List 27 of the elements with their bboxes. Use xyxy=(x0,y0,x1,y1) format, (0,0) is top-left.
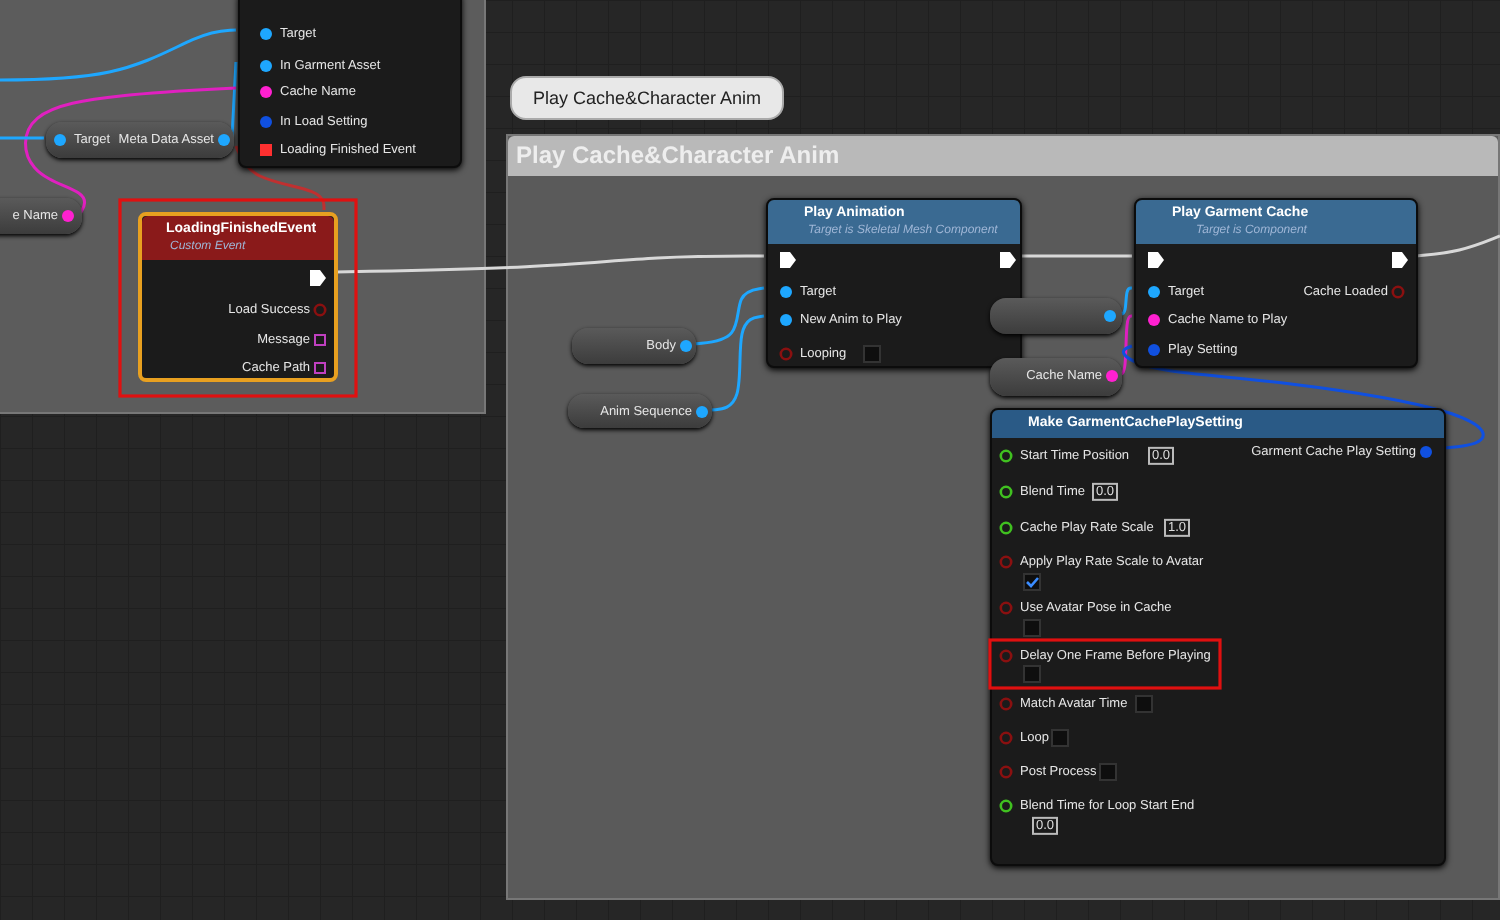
wire xyxy=(24,86,237,215)
comment-text: Play Cache&Character Anim xyxy=(532,90,762,110)
variable-node xyxy=(0,198,82,234)
comment-region xyxy=(0,0,486,414)
variable-node xyxy=(572,328,696,364)
comment-bubble xyxy=(510,76,784,120)
blueprint-node xyxy=(1134,198,1418,368)
variable-node xyxy=(990,298,1122,334)
variable-node xyxy=(990,358,1122,396)
wire xyxy=(1119,286,1133,316)
wire xyxy=(693,286,765,346)
wire xyxy=(0,28,237,82)
wire xyxy=(0,136,44,140)
wire xyxy=(234,145,326,210)
wire xyxy=(1020,254,1132,258)
wire xyxy=(1415,234,1500,258)
variable-node xyxy=(46,122,234,158)
blueprint-node xyxy=(238,0,462,168)
blueprint-node xyxy=(766,198,1022,368)
wire xyxy=(709,314,765,412)
wire xyxy=(335,254,764,274)
wire xyxy=(1119,314,1133,376)
variable-node xyxy=(568,394,712,428)
blueprint-node xyxy=(990,408,1446,866)
wire xyxy=(1122,344,1485,450)
comment-box xyxy=(506,134,1500,900)
event-node xyxy=(138,212,338,382)
